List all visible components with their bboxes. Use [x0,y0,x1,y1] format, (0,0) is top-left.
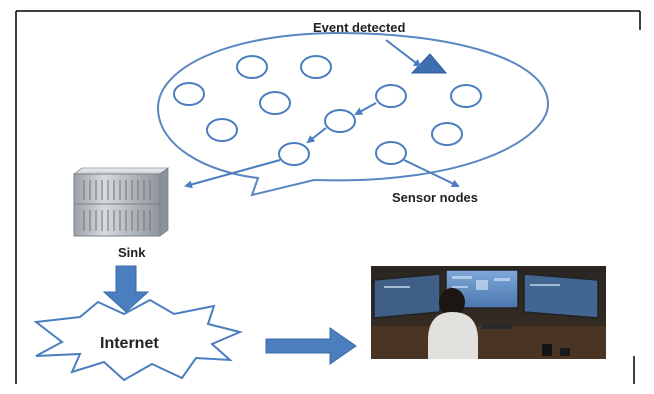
arrow-node-to-node [306,127,327,144]
arrow-event-to-node [354,102,377,115]
sensor-node [173,82,205,106]
starburst-internet-icon [33,298,244,382]
sensor-node [300,55,332,79]
sensor-nodes [173,55,482,166]
monitoring-workstation-photo [371,266,606,359]
event-label-pointer [385,39,422,68]
server-sink-icon [72,167,170,237]
sensor-node [278,142,310,166]
routing-arrows [184,39,460,189]
sensor-node [206,118,238,142]
sensor-node [259,91,291,115]
sensor-node [236,55,268,79]
sensor-node [375,141,407,165]
sensor-node [375,84,407,108]
sink-label: Sink [118,245,146,260]
sensor-nodes-label: Sensor nodes [392,190,478,205]
sensor-node [324,109,356,133]
arrow-internet-to-monitoring [265,327,357,365]
sensor-label-pointer [403,159,460,188]
sensor-field [156,31,550,197]
sensor-node [431,122,463,146]
arrow-sink-to-internet [102,265,150,313]
sensor-node [450,84,482,108]
diagram-frame [15,10,641,384]
arrow-to-sink [184,159,281,189]
event-detected-label: Event detected [313,20,406,35]
internet-label: Internet [100,335,159,352]
